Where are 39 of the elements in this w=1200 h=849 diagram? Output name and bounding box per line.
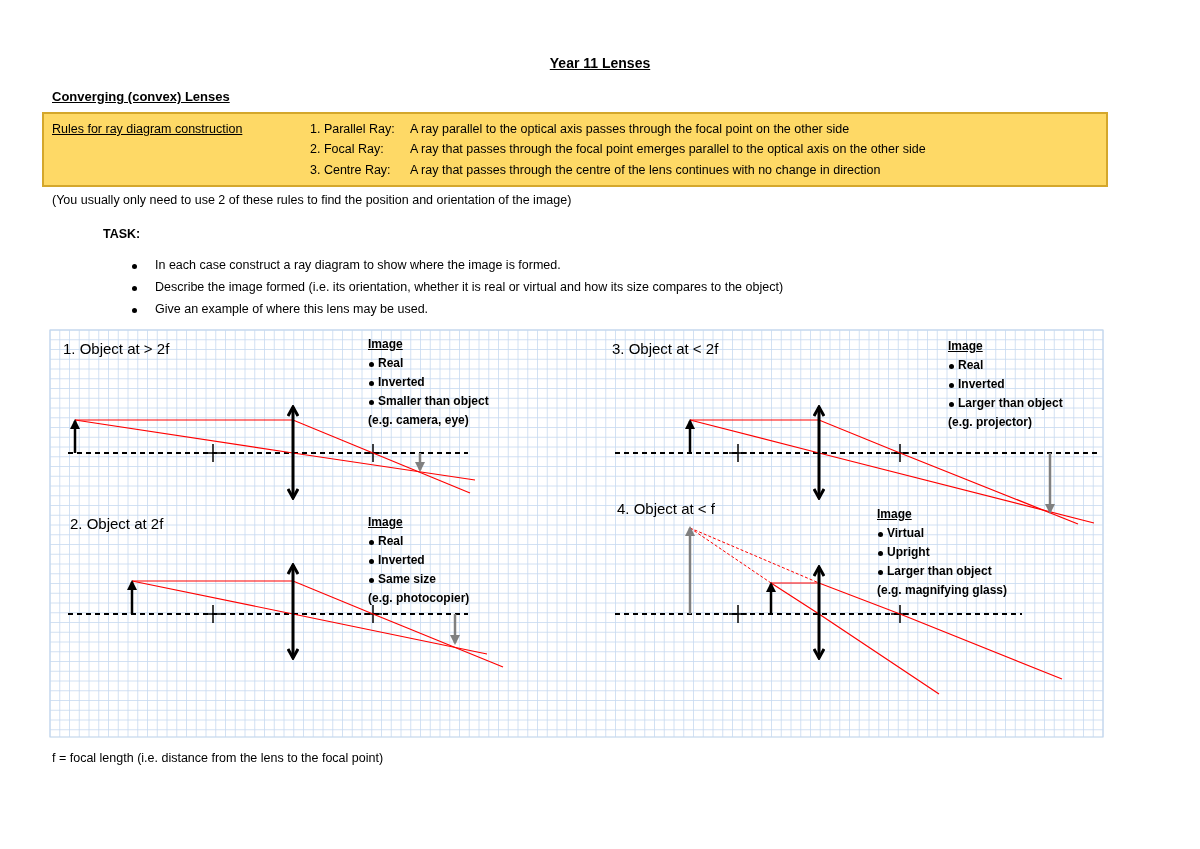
image-property: Real — [378, 534, 404, 549]
page-title: Year 11 Lenses — [549, 55, 651, 72]
case-title: 3. Object at < 2f — [612, 340, 719, 358]
task-item: In each case construct a ray diagram to show where the image is formed. — [155, 258, 561, 273]
example-text: (e.g. photocopier) — [368, 591, 470, 606]
case-title: 2. Object at 2f — [70, 515, 164, 533]
rules-panel — [42, 112, 1108, 187]
example-text: (e.g. magnifying glass) — [877, 583, 1008, 598]
rule-name: 1. Parallel Ray: — [310, 123, 395, 136]
image-property: Smaller than object — [378, 394, 489, 409]
image-property: Real — [958, 358, 984, 373]
rule-description: A ray that passes through the focal point emerges parallel to the optical axis on the other side — [410, 143, 926, 156]
image-heading: Image — [368, 515, 403, 530]
image-property: Inverted — [378, 375, 425, 390]
image-heading: Image — [948, 339, 983, 354]
image-property: Inverted — [958, 377, 1005, 392]
section-heading: Converging (convex) Lenses — [52, 89, 230, 105]
example-text: (e.g. camera, eye) — [368, 413, 469, 428]
rule-description: A ray that passes through the centre of the lens continues with no change in direction — [410, 164, 881, 177]
rule-name: 2. Focal Ray: — [310, 143, 384, 156]
rule-description: A ray parallel to the optical axis passes through the focal point on the other side — [410, 123, 850, 136]
task-item: Describe the image formed (i.e. its orientation, whether it is real or virtual and how its size compares to the object) — [155, 280, 784, 295]
panel-heading: Rules for ray diagram construction — [52, 123, 243, 136]
note-text: f = focal length (i.e. distance from the lens to the focal point) — [52, 751, 384, 766]
task-item: Give an example of where this lens may be used. — [155, 302, 429, 317]
example-text: (e.g. projector) — [948, 415, 1032, 430]
image-property: Inverted — [378, 553, 425, 568]
image-property: Upright — [887, 545, 930, 560]
image-property: Larger than object — [887, 564, 992, 579]
image-property: Larger than object — [958, 396, 1063, 411]
task-heading: TASK: — [103, 227, 141, 242]
rule-name: 3. Centre Ray: — [310, 164, 391, 177]
image-heading: Image — [877, 507, 912, 522]
image-heading: Image — [368, 337, 403, 352]
image-property: Same size — [378, 572, 437, 587]
image-property: Real — [378, 356, 404, 371]
case-title: 1. Object at > 2f — [63, 340, 170, 358]
case-title: 4. Object at < f — [617, 500, 715, 518]
image-property: Virtual — [887, 526, 925, 541]
